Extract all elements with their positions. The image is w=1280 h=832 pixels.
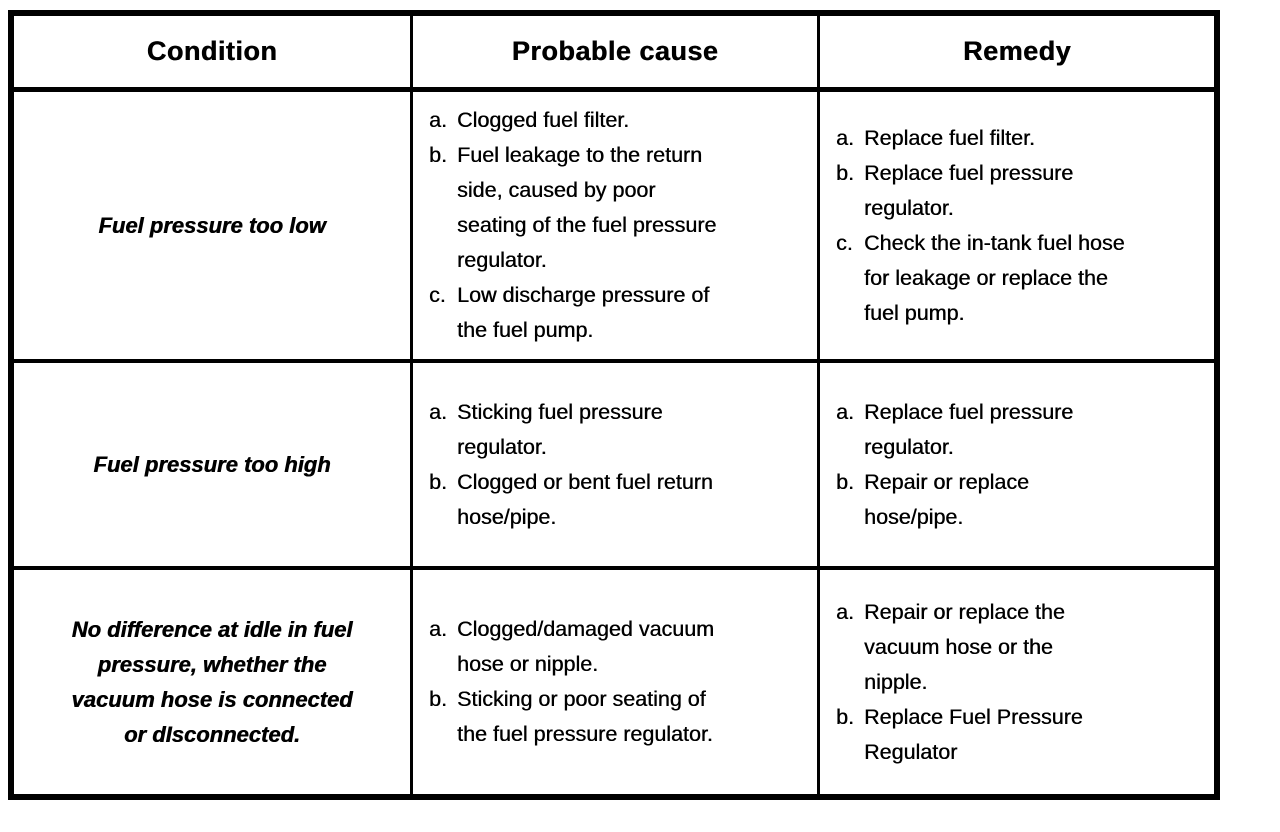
- cause-item: b. Fuel leakage to the return side, caus…: [429, 138, 807, 278]
- condition-text: Fuel pressure too high: [93, 452, 331, 477]
- item-marker: a.: [429, 399, 447, 424]
- remedy-item: b. Replace Fuel Pressure Regulator: [836, 700, 1204, 770]
- cause-item: a. Clogged fuel filter.: [429, 103, 807, 138]
- remedy-item: a. Replace fuel filter.: [836, 121, 1204, 156]
- item-text: Sticking or poor seating of the fuel pre…: [457, 687, 713, 746]
- item-marker: b.: [429, 687, 447, 711]
- item-text: Clogged fuel filter.: [457, 108, 630, 132]
- item-text: Low discharge pressure of the fuel pump.: [457, 283, 710, 342]
- item-text: Repair or replace the vacuum hose or the…: [864, 599, 1065, 694]
- condition-text: Fuel pressure too low: [98, 213, 326, 238]
- item-marker: c.: [429, 283, 446, 307]
- item-text: Replace Fuel Pressure Regulator: [864, 704, 1083, 764]
- troubleshooting-table: Condition Probable cause Remedy Fuel pre…: [8, 10, 1220, 800]
- item-marker: a.: [429, 617, 447, 641]
- cause-item: a. Clogged/damaged vacuum hose or nipple…: [429, 612, 807, 682]
- header-condition-label: Condition: [146, 36, 278, 66]
- item-marker: b.: [836, 704, 854, 729]
- header-probable-cause-label: Probable cause: [511, 36, 719, 66]
- item-text: Replace fuel pressure regulator.: [864, 160, 1074, 220]
- remedy-cell-row-3: a. Repair or replace the vacuum hose or …: [820, 570, 1214, 794]
- item-marker: a.: [429, 108, 447, 132]
- condition-cell-row-3: No difference at idle in fuel pressure, …: [14, 570, 413, 794]
- item-marker: a.: [836, 599, 854, 624]
- remedy-item: a. Replace fuel pressure regulator.: [836, 395, 1204, 465]
- cause-item: a. Sticking fuel pressure regulator.: [429, 395, 807, 465]
- item-text: Check the in-tank fuel hose for leakage …: [864, 230, 1125, 325]
- remedy-item: a. Repair or replace the vacuum hose or …: [836, 595, 1204, 700]
- header-condition: Condition: [14, 16, 413, 92]
- item-text: Clogged or bent fuel return hose/pipe.: [457, 469, 713, 529]
- item-marker: a.: [836, 125, 854, 150]
- condition-text: No difference at idle in fuel pressure, …: [71, 617, 353, 747]
- item-marker: b.: [836, 160, 854, 185]
- remedy-cell-row-2: a. Replace fuel pressure regulator. b. R…: [820, 363, 1214, 570]
- remedy-item: c. Check the in-tank fuel hose for leaka…: [836, 226, 1204, 331]
- condition-cell-row-1: Fuel pressure too low: [14, 92, 413, 363]
- item-text: Sticking fuel pressure regulator.: [457, 399, 663, 459]
- item-marker: b.: [429, 143, 447, 167]
- item-marker: b.: [429, 469, 447, 494]
- cause-item: b. Clogged or bent fuel return hose/pipe…: [429, 465, 807, 535]
- header-probable-cause: Probable cause: [413, 16, 820, 92]
- cause-item: c. Low discharge pressure of the fuel pu…: [429, 278, 807, 348]
- item-marker: a.: [836, 399, 854, 424]
- item-text: Replace fuel filter.: [864, 125, 1035, 150]
- header-remedy-label: Remedy: [962, 36, 1072, 66]
- remedy-cell-row-1: a. Replace fuel filter. b. Replace fuel …: [820, 92, 1214, 363]
- item-marker: c.: [836, 230, 853, 255]
- item-text: Clogged/damaged vacuum hose or nipple.: [457, 617, 714, 676]
- remedy-item: b. Replace fuel pressure regulator.: [836, 156, 1204, 226]
- item-text: Replace fuel pressure regulator.: [864, 399, 1074, 459]
- cause-item: b. Sticking or poor seating of the fuel …: [429, 682, 807, 752]
- cause-cell-row-2: a. Sticking fuel pressure regulator. b. …: [413, 363, 820, 570]
- header-remedy: Remedy: [820, 16, 1214, 92]
- cause-cell-row-1: a. Clogged fuel filter. b. Fuel leakage …: [413, 92, 820, 363]
- remedy-item: b. Repair or replace hose/pipe.: [836, 465, 1204, 535]
- item-text: Repair or replace hose/pipe.: [864, 469, 1029, 529]
- item-text: Fuel leakage to the return side, caused …: [457, 143, 717, 272]
- cause-cell-row-3: a. Clogged/damaged vacuum hose or nipple…: [413, 570, 820, 794]
- item-marker: b.: [836, 469, 854, 494]
- condition-cell-row-2: Fuel pressure too high: [14, 363, 413, 570]
